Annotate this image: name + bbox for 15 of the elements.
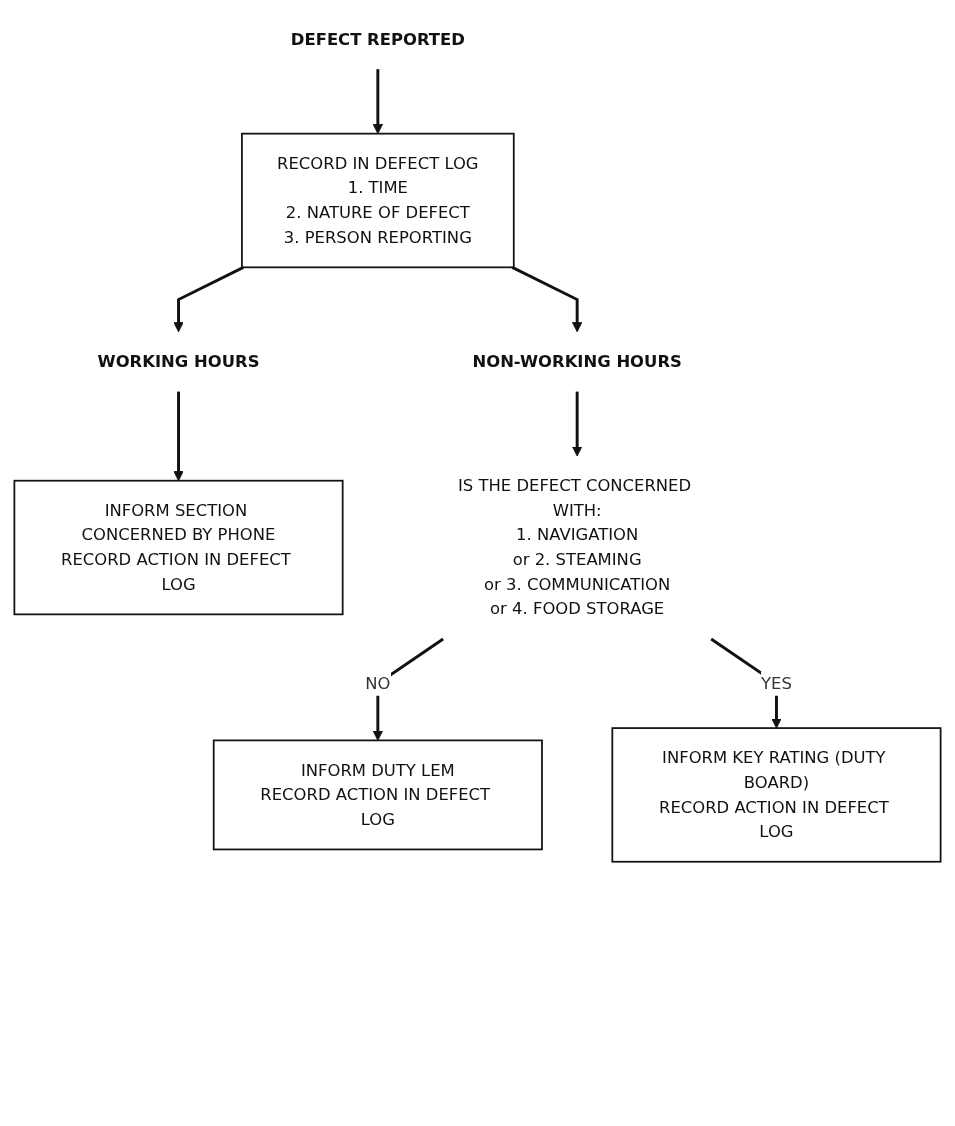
arrow [511, 266, 583, 333]
arrow [572, 391, 583, 457]
edge-label: NO [365, 673, 391, 693]
node-box: RECORD IN DEFECT LOG 1. TIME 2. NATURE OF DEFECT 3. PERSON REPORTING [241, 132, 515, 269]
node-box: INFORM KEY RATING (DUTY BOARD) RECORD ACTION IN DEFECT LOG [611, 727, 942, 863]
node-text: NON-WORKING HOURS [472, 351, 682, 371]
arrow [173, 266, 245, 333]
node-text: IS THE DEFECT CONCERNED WITH: 1. NAVIGATION or 2. STEAMING or 3. COMMUNICATION or 4. FOOD STORAGE [457, 476, 692, 618]
node-box: INFORM SECTION CONCERNED BY PHONE RECORD ACTION IN DEFECT LOG [13, 479, 344, 616]
edge-label: YES [761, 673, 792, 693]
node-text: WORKING HOURS [97, 351, 260, 371]
node-text: DEFECT REPORTED [290, 29, 465, 49]
arrow [372, 69, 383, 135]
node-box: INFORM DUTY LEM RECORD ACTION IN DEFECT LOG [212, 739, 543, 851]
arrow [173, 391, 184, 482]
